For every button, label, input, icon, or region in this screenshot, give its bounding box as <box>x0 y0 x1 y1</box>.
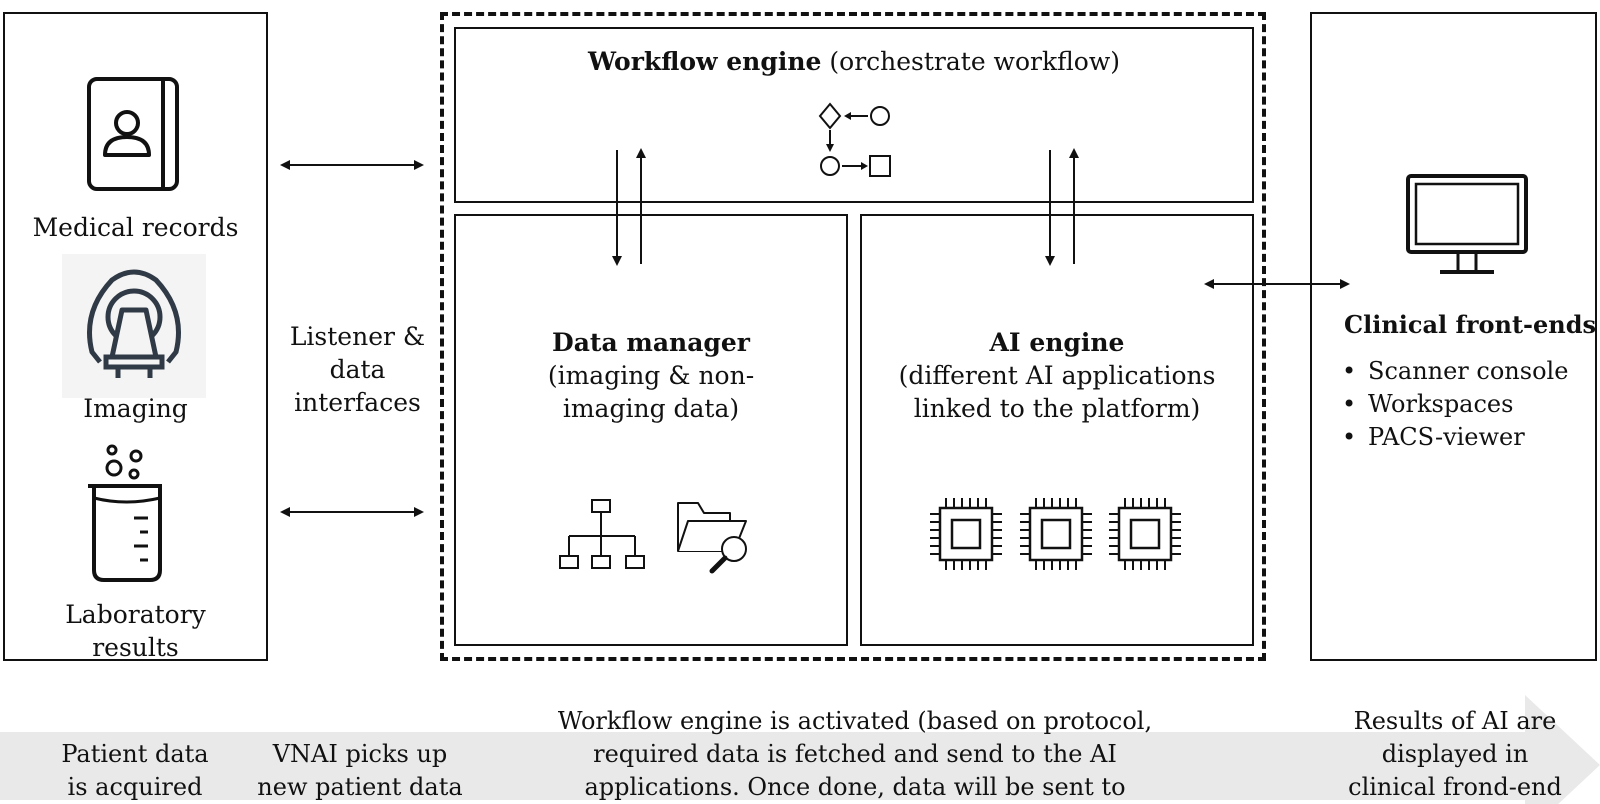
listener-arrow-bottom <box>280 507 424 517</box>
footer-results-line1: Results of AI are <box>1353 707 1557 735</box>
workflow-icon <box>818 102 891 177</box>
ct-scanner-icon <box>87 269 181 378</box>
ai-engine-box <box>860 214 1254 646</box>
data-manager-box <box>454 214 848 646</box>
data-manager-line2: imaging data) <box>562 394 740 423</box>
clinical-frontends-title: Clinical front-ends <box>1343 310 1597 339</box>
listener-label-line2: data <box>329 355 386 384</box>
platform-boundary <box>440 12 1266 661</box>
medical-records-label: Medical records <box>32 213 239 242</box>
data-manager-title: Data manager <box>552 328 750 357</box>
ai-to-workflow-arrow <box>1069 148 1079 264</box>
workflow-engine-title-bold: Workflow engine <box>588 47 822 76</box>
clinical-frontends-panel <box>1310 12 1597 661</box>
listener-label-line3: interfaces <box>294 388 421 417</box>
workflow-engine-box <box>454 27 1254 203</box>
data-sources-panel <box>3 12 268 661</box>
footer-workflow-line2: required data is fetched and send to the… <box>593 740 1117 768</box>
footer-results-line2: displayed in <box>1381 740 1529 768</box>
footer-workflow-line1: Workflow engine is activated (based on p… <box>557 707 1153 735</box>
workflow-engine-title: Workflow engine (orchestrate workflow) <box>454 45 1254 78</box>
chip-icon <box>1020 498 1092 570</box>
data-manager-line1: (imaging & non- <box>547 361 755 390</box>
ai-to-frontend-arrow <box>1204 279 1350 289</box>
listener-label-line1: Listener & <box>289 322 426 351</box>
footer-results-line3: clinical frond-end <box>1348 773 1562 801</box>
workflow-to-ai-arrow <box>1045 150 1055 266</box>
list-item: Workspaces <box>1342 388 1568 421</box>
chip-icon <box>1109 498 1181 570</box>
folder-search-icon <box>677 502 747 574</box>
process-arrow-band <box>0 695 1600 804</box>
footer-workflow-line3: applications. Once done, data will be se… <box>584 773 1126 801</box>
hierarchy-icon <box>559 499 645 569</box>
lab-results-label-line2: results <box>92 633 179 662</box>
ai-engine-line2: linked to the platform) <box>913 394 1201 423</box>
ai-engine-title: AI engine <box>989 328 1125 357</box>
chip-icon <box>930 498 1002 570</box>
footer-vnai-line2: new patient data <box>257 773 463 801</box>
ai-engine-line1: (different AI applications <box>898 361 1216 390</box>
footer-patient-data-line2: is acquired <box>67 773 203 801</box>
workflow-to-datamanager-arrow <box>612 150 622 266</box>
footer-patient-data-line1: Patient data <box>61 740 209 768</box>
lab-beaker-icon <box>88 444 162 582</box>
list-item: PACS-viewer <box>1342 421 1568 454</box>
datamanager-to-workflow-arrow <box>636 148 646 264</box>
footer-vnai-line1: VNAI picks up <box>272 740 448 768</box>
workflow-engine-title-rest: (orchestrate workflow) <box>821 47 1120 76</box>
medical-records-icon <box>87 77 179 191</box>
clinical-frontends-list: Scanner console Workspaces PACS-viewer <box>1342 355 1568 454</box>
listener-arrow-top <box>280 160 424 170</box>
imaging-label: Imaging <box>83 394 188 423</box>
lab-results-label-line1: Laboratory <box>65 600 206 629</box>
monitor-icon <box>1406 174 1528 274</box>
list-item: Scanner console <box>1342 355 1568 388</box>
